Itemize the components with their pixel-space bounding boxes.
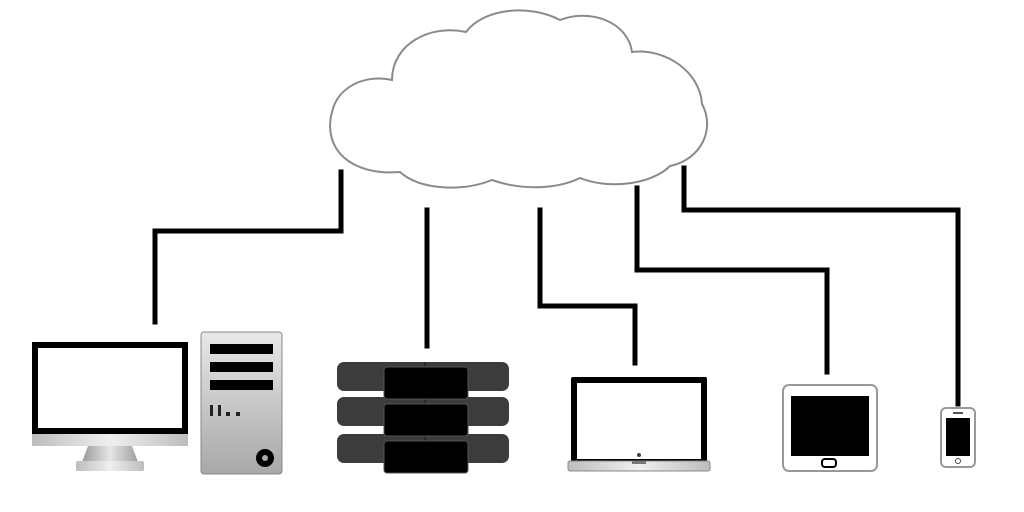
desktop-tower-icon (200, 331, 283, 475)
smartphone-icon (940, 407, 976, 468)
monitor-icon (32, 342, 188, 471)
connection-monitor (152, 169, 344, 325)
cloud-icon (329, 9, 708, 189)
tablet-icon (782, 384, 878, 472)
server-rack-icon (337, 362, 509, 474)
connection-laptop (537, 207, 638, 366)
connection-phone (681, 165, 961, 407)
connection-tablet (634, 185, 830, 375)
cloud-shape (329, 9, 708, 189)
laptop-icon (567, 377, 711, 472)
connection-lines (152, 165, 961, 407)
